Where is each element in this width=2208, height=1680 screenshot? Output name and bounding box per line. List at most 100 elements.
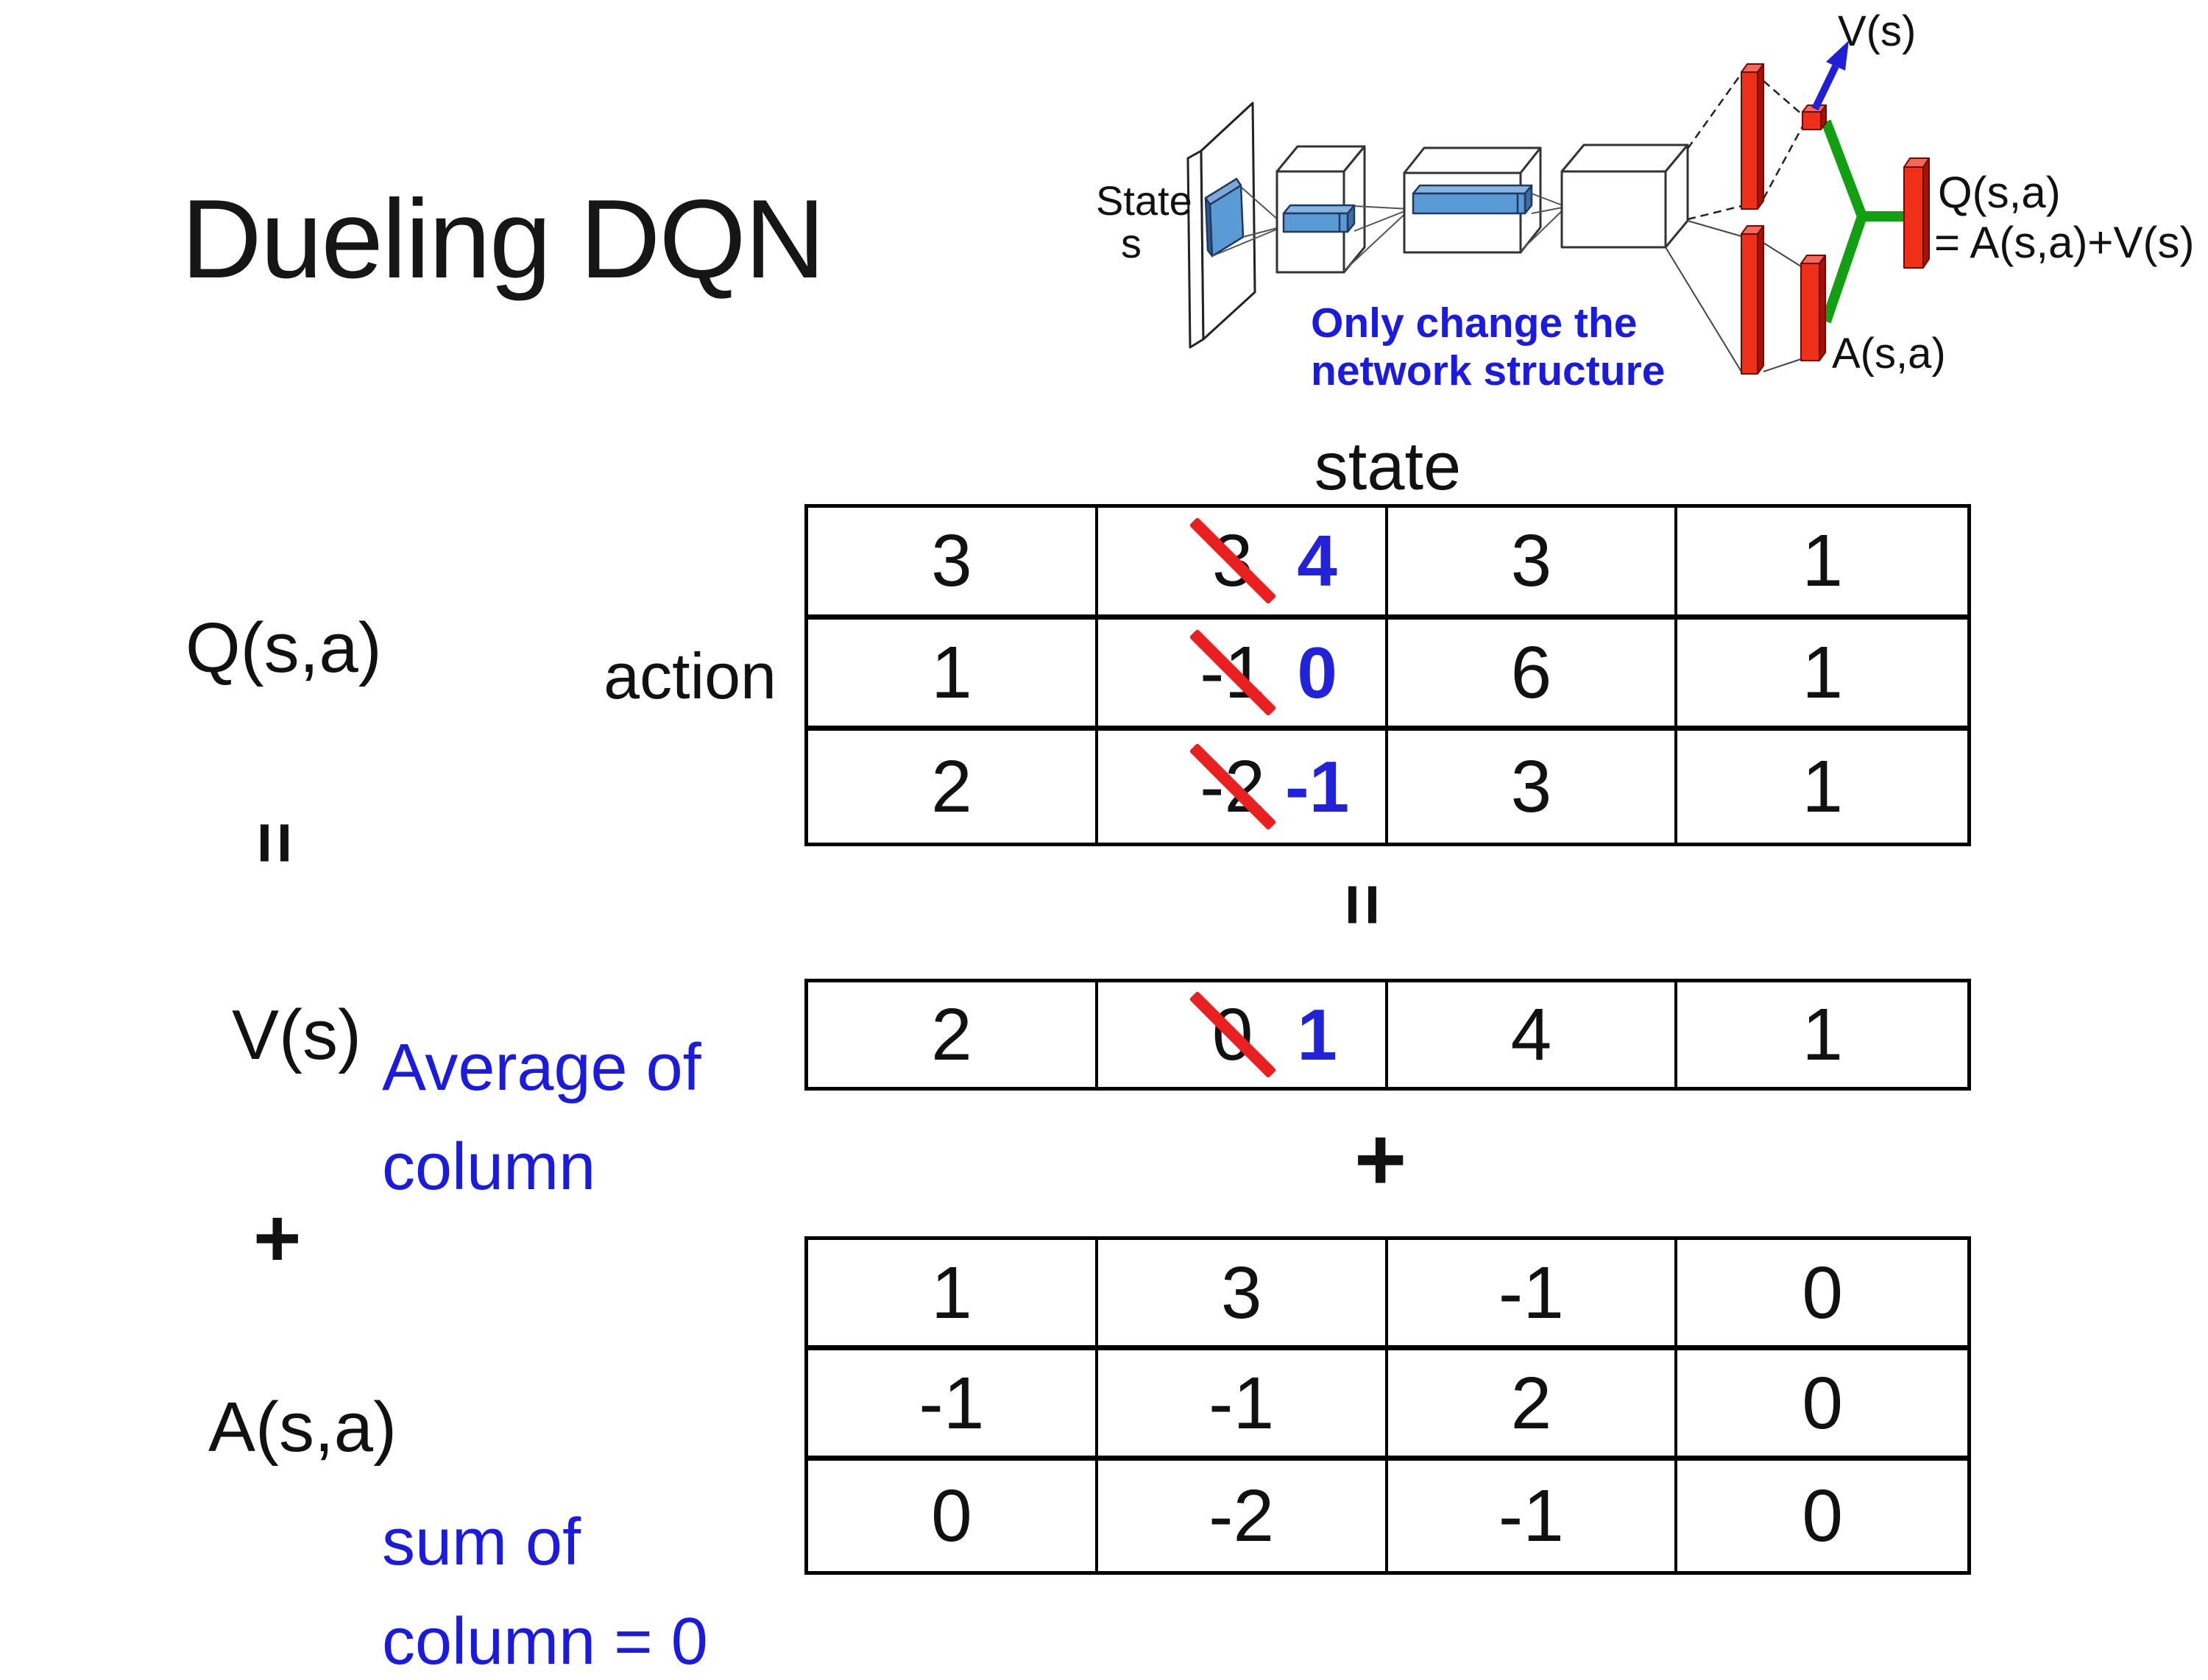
table-cell: 2 bbox=[808, 982, 1098, 1087]
q-output-bar bbox=[1903, 157, 1930, 269]
advantage-stream-lines bbox=[1665, 220, 1802, 372]
table-cell: 2 bbox=[1388, 1350, 1678, 1456]
table-cell: 1 bbox=[1677, 731, 1967, 843]
conv-feature-bar-1 bbox=[1282, 204, 1356, 233]
state-input-plane bbox=[1186, 102, 1256, 349]
table-cell: -1 bbox=[1388, 1461, 1678, 1571]
conv-feature-bar-2 bbox=[1412, 184, 1533, 215]
table-cell: 3 bbox=[808, 508, 1098, 614]
table-cell: 0 bbox=[1677, 1350, 1967, 1456]
cell-value: -2 bbox=[1209, 1475, 1275, 1557]
a-value-table: 1 3 -1 0 -1 -1 2 0 0 -2 -1 0 bbox=[804, 1236, 1971, 1575]
a-function-label: A(s,a) bbox=[208, 1388, 397, 1467]
cell-value: 3 bbox=[931, 520, 972, 603]
table-cell: 1 bbox=[1677, 508, 1967, 614]
cell-value: 6 bbox=[1510, 631, 1552, 714]
cell-value: 1 bbox=[1802, 993, 1843, 1076]
table-cell: 3 bbox=[1388, 508, 1678, 614]
value-stream-dashed-lines bbox=[1686, 73, 1804, 221]
table-cell: 1 bbox=[808, 619, 1098, 726]
cell-value: 0 bbox=[931, 1475, 972, 1557]
corrected-value: 0 bbox=[1297, 631, 1337, 713]
table-cell: 3 bbox=[1388, 731, 1678, 843]
v-function-label: V(s) bbox=[232, 996, 361, 1074]
cell-value: 3 bbox=[1510, 745, 1552, 829]
equals-left: = bbox=[233, 821, 316, 865]
sum-note-line1: sum of bbox=[382, 1506, 581, 1579]
diagram-state-label-line1: State bbox=[1096, 177, 1192, 224]
action-axis-label: action bbox=[604, 639, 776, 712]
conv-fan-lines-3 bbox=[1520, 193, 1567, 252]
average-note-line1: Average of bbox=[382, 1031, 701, 1105]
table-cell: 2 bbox=[808, 731, 1098, 843]
table-cell: -1 bbox=[808, 1350, 1098, 1456]
slide-title: Dueling DQN bbox=[181, 177, 825, 302]
diagram-note-line1: Only change the bbox=[1311, 300, 1637, 347]
table-cell: -1 bbox=[1388, 1240, 1678, 1345]
table-cell: 1 bbox=[1677, 982, 1967, 1087]
cell-value: -1 bbox=[1498, 1475, 1564, 1557]
diagram-a-label: A(s,a) bbox=[1832, 330, 1946, 378]
table-cell: 1 bbox=[1677, 620, 1967, 726]
diagram-state-label-line2: s bbox=[1121, 220, 1142, 266]
table-row: 1 3 -1 0 bbox=[808, 1240, 1967, 1350]
sum-note-line2: column = 0 bbox=[382, 1605, 708, 1679]
corrected-value: 4 bbox=[1297, 520, 1337, 602]
table-cell: 1 bbox=[808, 1240, 1098, 1345]
cell-value: 3 bbox=[1220, 1251, 1262, 1334]
cell-value: -1 bbox=[919, 1361, 985, 1445]
q-function-label: Q(s,a) bbox=[185, 609, 382, 687]
table-cell: 01 bbox=[1098, 982, 1388, 1087]
cell-value: 1 bbox=[1802, 631, 1843, 714]
dueling-network-diagram: V(s) A(s,a) Q(s,a) = A(s,a)+V(s) State s… bbox=[1096, 7, 2194, 394]
equals-center: = bbox=[1321, 883, 1404, 926]
diagram-q-label-line2: = A(s,a)+V(s) bbox=[1934, 218, 2194, 267]
cell-value: 0 bbox=[1802, 1361, 1843, 1445]
cell-value: 1 bbox=[1802, 745, 1843, 829]
cell-value: 1 bbox=[1802, 520, 1843, 603]
cell-value: 1 bbox=[931, 631, 972, 714]
value-fc-bar bbox=[1741, 63, 1764, 210]
cell-value: 2 bbox=[1510, 1361, 1552, 1445]
diagram-note-line2: network structure bbox=[1311, 347, 1665, 394]
table-cell: 0 bbox=[1677, 1240, 1967, 1345]
cell-value: -1 bbox=[1209, 1361, 1275, 1445]
conv-fan-lines-2 bbox=[1343, 205, 1411, 272]
table-cell: -1 bbox=[1098, 1350, 1388, 1456]
cell-value: 2 bbox=[931, 993, 972, 1076]
value-scalar-node bbox=[1802, 104, 1827, 130]
table-cell: 0 bbox=[808, 1461, 1098, 1571]
value-arrow-icon bbox=[1811, 40, 1849, 111]
plus-left: + bbox=[253, 1192, 302, 1284]
cell-value: 3 bbox=[1510, 520, 1552, 603]
advantage-vector-bar bbox=[1800, 255, 1826, 361]
state-axis-label: state bbox=[1314, 429, 1462, 504]
table-row: 3 34 3 1 bbox=[808, 508, 1967, 620]
table-cell: 34 bbox=[1098, 508, 1388, 614]
diagram-q-label-line1: Q(s,a) bbox=[1938, 168, 2061, 217]
cell-value: 4 bbox=[1510, 993, 1552, 1076]
table-cell: 6 bbox=[1388, 619, 1678, 726]
table-row: 0 -2 -1 0 bbox=[808, 1461, 1967, 1571]
cell-value: 0 bbox=[1802, 1475, 1843, 1557]
green-combiner bbox=[1821, 119, 1910, 324]
corrected-value: -1 bbox=[1285, 746, 1350, 828]
advantage-fc-bar bbox=[1741, 225, 1764, 375]
table-cell: -2-1 bbox=[1098, 731, 1388, 843]
cell-value: 2 bbox=[931, 745, 972, 829]
cell-value: 1 bbox=[931, 1251, 972, 1334]
table-cell: 0 bbox=[1677, 1461, 1967, 1571]
table-cell: 3 bbox=[1098, 1240, 1388, 1345]
table-cell: -2 bbox=[1098, 1461, 1388, 1571]
diagram-v-label: V(s) bbox=[1838, 7, 1916, 55]
table-row: 2 -2-1 3 1 bbox=[808, 731, 1967, 843]
v-value-table: 2 01 4 1 bbox=[804, 979, 1971, 1091]
fc-box bbox=[1560, 143, 1689, 249]
table-row: 2 01 4 1 bbox=[808, 982, 1967, 1087]
table-cell: 4 bbox=[1388, 982, 1678, 1087]
cell-value: -1 bbox=[1498, 1251, 1564, 1334]
average-note-line2: column bbox=[382, 1130, 596, 1204]
table-row: -1 -1 2 0 bbox=[808, 1350, 1967, 1461]
